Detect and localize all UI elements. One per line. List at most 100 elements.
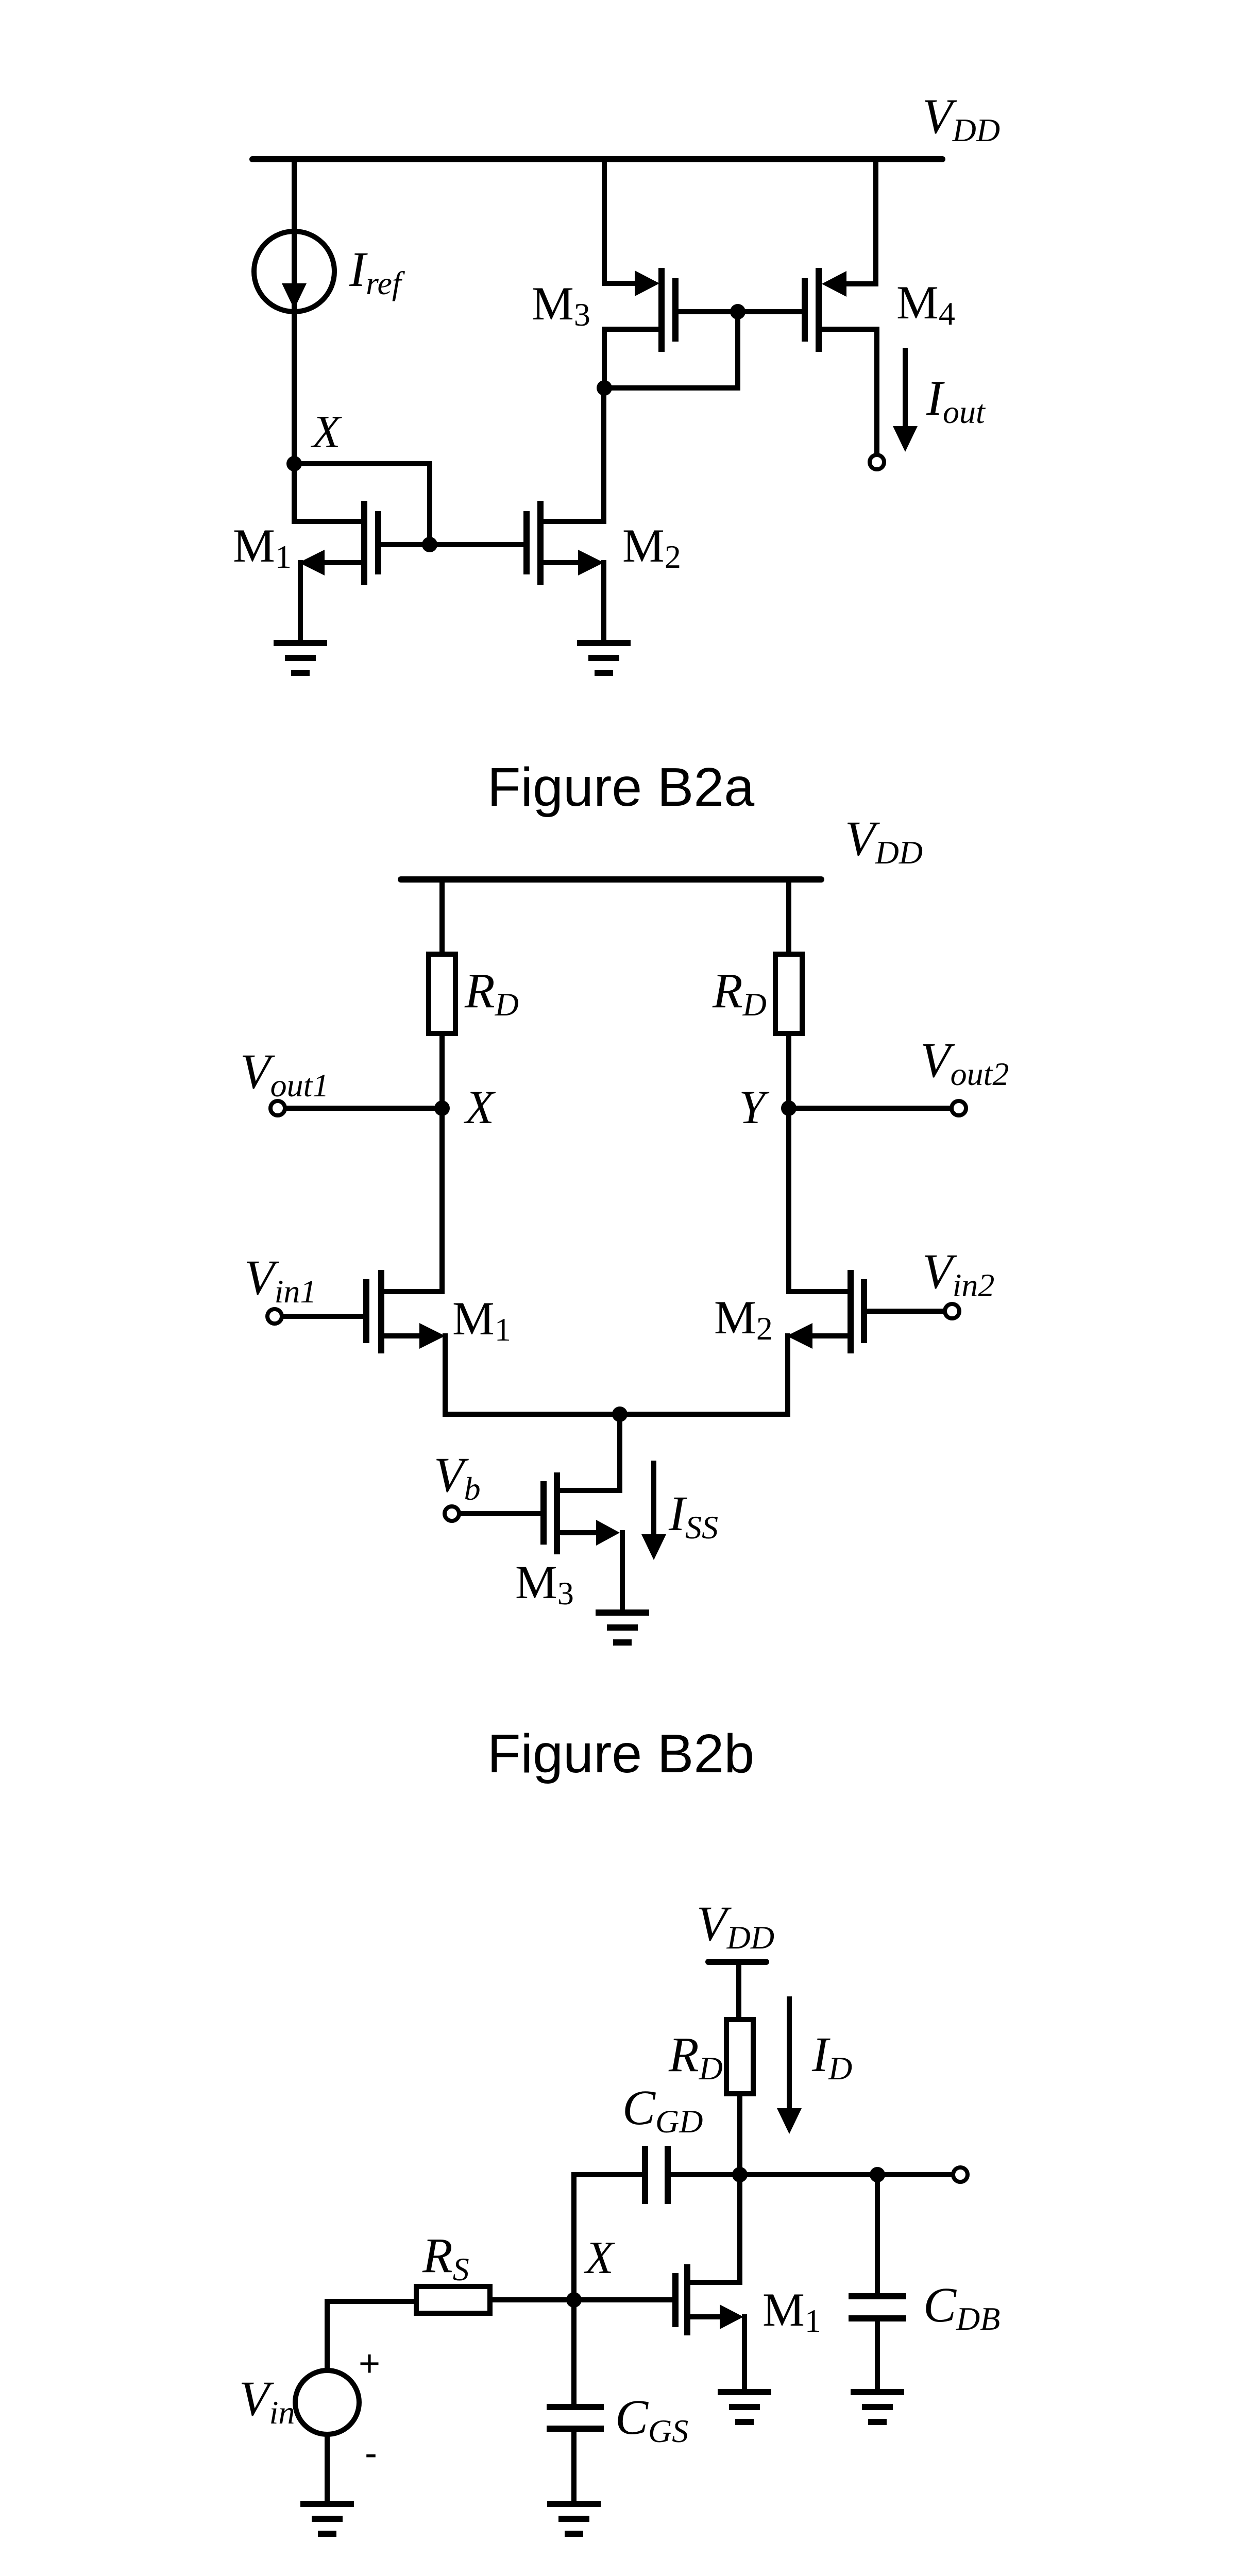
drain-node-dot [732, 2167, 748, 2182]
vout2-label: Vout2 [920, 1032, 1009, 1092]
vb-terminal-icon [443, 1504, 461, 1523]
rd-right-resistor-icon [773, 952, 805, 1036]
rd-left-label: RD [464, 963, 519, 1023]
ground-icon [851, 2389, 904, 2425]
m2-label: M2 [714, 1291, 773, 1347]
m1-label: M1 [762, 2283, 821, 2339]
vb-label: Vb [434, 1447, 481, 1507]
m4-source-wire [842, 157, 878, 286]
m2-label: M2 [622, 519, 681, 575]
node-x-label: X [311, 406, 342, 457]
rd-resistor-icon [724, 2017, 756, 2096]
diode-connection-wire [292, 461, 432, 547]
node-y-label: Y [739, 1081, 770, 1133]
vin-top-wire [325, 2299, 419, 2374]
arrow-head [777, 2108, 802, 2134]
nmos-m3-icon [456, 1412, 625, 1615]
current-source-circle [251, 229, 337, 314]
id-label: ID [811, 2027, 852, 2087]
rd-label: RD [668, 2027, 723, 2087]
m1-label: M1 [452, 1292, 511, 1348]
vout2-terminal-icon [950, 1099, 968, 1117]
m4-source-arrow [822, 271, 846, 297]
m4-label: M4 [896, 276, 955, 332]
voltage-source-icon [293, 2368, 362, 2437]
m3-label: M3 [515, 1556, 574, 1612]
figure-b2b-labels: VDD RD RD Vout1 X Y Vout2 Vin1 M1 M2 Vin… [240, 811, 1009, 1784]
figure-b2a-current-mirror [249, 156, 945, 676]
m3-source-wire [602, 157, 639, 286]
pmos-m4-icon [802, 157, 879, 457]
vout1-terminal-icon [268, 1099, 287, 1117]
ground-icon [718, 2389, 771, 2425]
m1-source-arrow [720, 2304, 743, 2329]
m2-drain-wire [538, 385, 606, 524]
m3-drain-wire [554, 1412, 622, 1493]
arrow-head [893, 426, 918, 452]
iout-label: Iout [926, 370, 986, 430]
figure-b2a-caption: Figure B2a [487, 757, 755, 818]
m1-source-arrow [299, 550, 325, 575]
current-source-icon [251, 229, 337, 314]
cgd-left-wire [571, 2172, 648, 2302]
plus-sign: + [359, 2343, 380, 2384]
current-source-arrow [282, 283, 307, 309]
m2-source-arrow [787, 1323, 812, 1349]
rs-resistor-icon [414, 2284, 493, 2316]
iss-arrow-icon [641, 1461, 666, 1560]
m1-drain-wire [292, 461, 367, 524]
vdd-label: VDD [922, 89, 1000, 148]
rd-right-label: RD [712, 963, 767, 1023]
nmos-m2-icon [523, 385, 606, 646]
cdb-label: CDB [923, 2277, 1000, 2337]
figure-b2c-common-source [293, 1959, 970, 2537]
minus-sign: - [365, 2433, 377, 2474]
vin1-label: Vin1 [244, 1250, 316, 1310]
iout-arrow-icon [893, 348, 918, 452]
pmos-gate-node-dot [730, 304, 745, 319]
vin1-terminal-icon [265, 1307, 284, 1326]
arrow-head [641, 1534, 666, 1560]
m3-diode-wire [602, 309, 740, 391]
figure-b2a-labels: VDD Iref X M1 M2 M3 M4 Iout Figure B2a [233, 89, 1000, 818]
figure-b2b-differential-pair [265, 876, 968, 1646]
ground-icon [596, 1609, 649, 1646]
rd-left-resistor-icon [426, 952, 458, 1036]
id-arrow-icon [777, 1996, 802, 2134]
vin2-label: Vin2 [922, 1244, 994, 1303]
cgd-capacitor-icon [642, 2146, 671, 2204]
ground-icon [300, 2501, 354, 2537]
nmos-m1-icon [672, 2264, 747, 2395]
ground-icon [577, 640, 631, 676]
iss-label: ISS [668, 1486, 718, 1546]
vdd-label: VDD [697, 1896, 774, 1956]
node-x-label: X [584, 2232, 615, 2283]
m4-drain-wire [816, 327, 879, 457]
rs-label: RS [422, 2228, 469, 2287]
vin2-terminal-icon [943, 1302, 961, 1320]
m1-source-arrow [419, 1323, 445, 1349]
figure-b2c-labels: VDD RD ID CGD RS X M1 CDB CGS Vin + - Fi… [239, 1896, 1000, 2474]
m3-source-arrow [596, 1520, 620, 1546]
node-x-label: X [463, 1081, 496, 1133]
cgs-label: CGS [615, 2389, 688, 2449]
ground-icon [274, 640, 327, 676]
vin-label: Vin [239, 2371, 295, 2431]
iout-terminal-icon [868, 453, 886, 471]
m1-label: M1 [233, 519, 292, 575]
m2-source-arrow [578, 550, 604, 575]
m3-drain-wire [602, 327, 664, 391]
ground-icon [547, 2501, 601, 2537]
gate-node-dot [422, 537, 437, 552]
voltage-source-circle [293, 2368, 362, 2437]
vout1-label: Vout1 [240, 1044, 329, 1104]
vdd-label: VDD [845, 811, 923, 871]
pmos-m3-icon [602, 157, 679, 391]
figure-b2b-caption: Figure B2b [487, 1723, 755, 1784]
cgd-label: CGD [622, 2080, 703, 2140]
iref-label: Iref [349, 242, 405, 301]
nmos-m2-icon [786, 1270, 947, 1353]
m3-source-arrow [635, 270, 659, 296]
